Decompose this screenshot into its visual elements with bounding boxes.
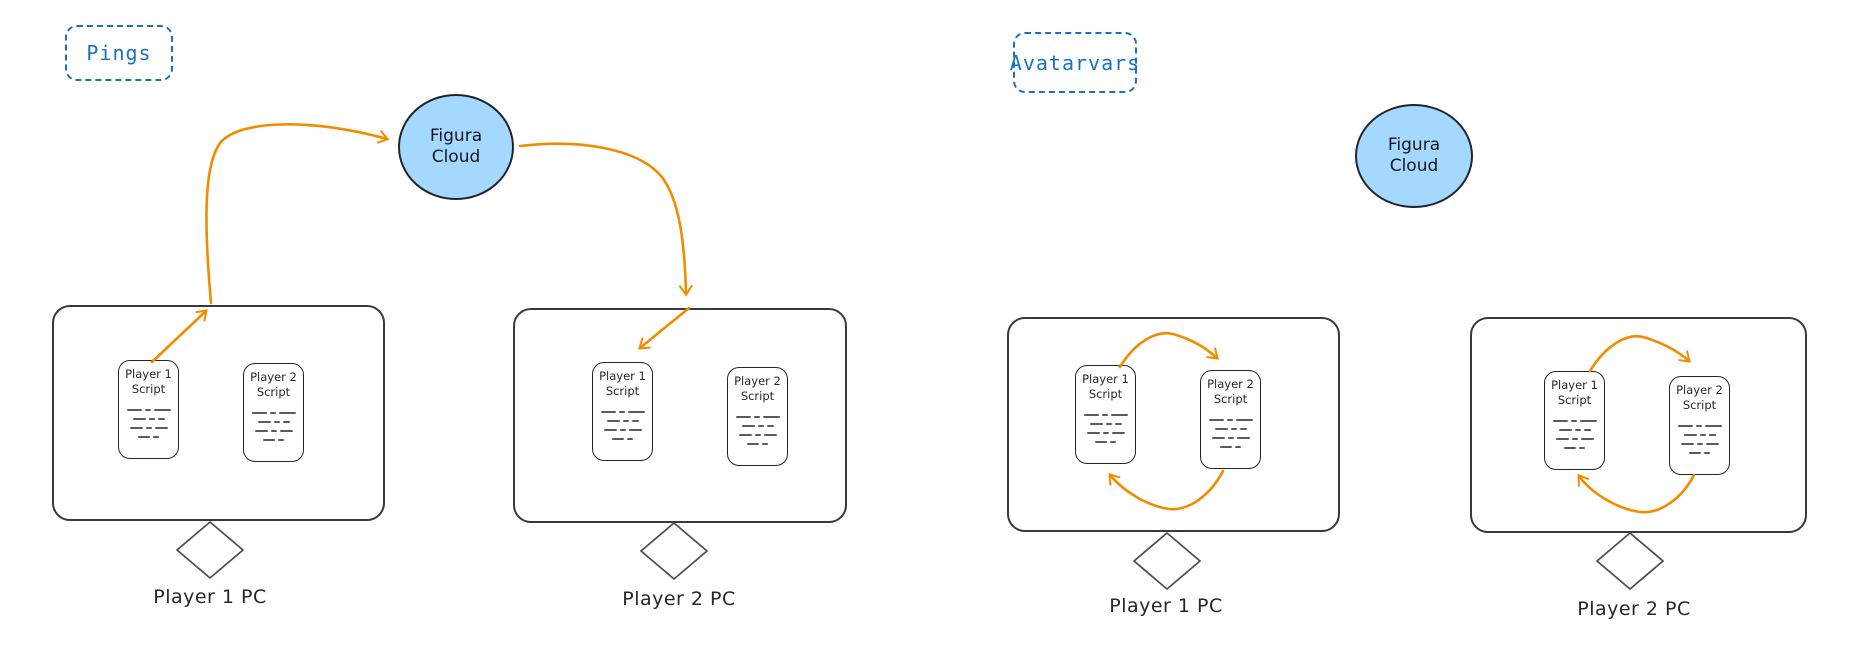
script-lines [728, 409, 787, 445]
pings-player2-pc-diamond [640, 522, 708, 580]
arrow-pings-cloud-to-pc2 [518, 142, 693, 297]
script-lines [593, 404, 652, 440]
pings-player2-pc-label: Player 2 PC [622, 588, 736, 610]
card-title-line2: Script [1088, 386, 1123, 401]
card-title-line1: Player 1 [125, 367, 172, 381]
card-title-line1: Player 1 [1082, 372, 1129, 386]
pings-pc2-player2-script-card: Player 2 Script [727, 367, 788, 466]
card-title-line2: Script [1682, 397, 1717, 412]
script-lines [1201, 412, 1260, 448]
card-title-line1: Player 2 [734, 374, 781, 388]
card-title-line1: Player 1 [599, 369, 646, 383]
avatarvars-player1-pc-diamond [1133, 532, 1201, 590]
cloud-label-line1: Figura [1387, 134, 1441, 155]
pings-player2-pc-box [513, 308, 847, 523]
script-lines [244, 405, 303, 441]
pings-player1-pc-box [52, 305, 385, 521]
cloud-label-line2: Cloud [1389, 156, 1439, 176]
pings-tag-label: Pings [86, 41, 152, 65]
script-lines [1545, 413, 1604, 449]
script-lines [1076, 407, 1135, 443]
pings-pc1-player1-script-card: Player 1 Script [118, 360, 179, 459]
figura-cloud-node-pings: Figura Cloud [398, 94, 514, 200]
script-lines [1670, 418, 1729, 454]
card-title-line1: Player 1 [1551, 378, 1598, 392]
card-title-line1: Player 2 [1207, 377, 1254, 391]
avatarvars-pc2-player2-script-card: Player 2 Script [1669, 376, 1730, 475]
avatarvars-pc1-player1-script-card: Player 1 Script [1075, 365, 1136, 464]
avatarvars-panel-tag: Avatarvars [1009, 32, 1141, 93]
card-title-line2: Script [1213, 391, 1248, 406]
avatarvars-player2-pc-label: Player 2 PC [1577, 598, 1691, 620]
cloud-label-line2: Cloud [431, 147, 481, 167]
card-title-line1: Player 2 [250, 370, 297, 384]
cloud-label-line1: Figura [429, 125, 483, 146]
avatarvars-player2-pc-diamond [1596, 532, 1664, 590]
card-title-line2: Script [605, 383, 640, 398]
card-title-line1: Player 2 [1676, 383, 1723, 397]
figura-cloud-node-avatarvars: Figura Cloud [1355, 104, 1473, 208]
card-title-line2: Script [131, 381, 166, 396]
avatarvars-player2-pc-box [1470, 317, 1807, 533]
card-title-line2: Script [256, 384, 291, 399]
card-title-line2: Script [740, 388, 775, 403]
arrow-pings-pc1-to-cloud [205, 123, 390, 305]
pings-player1-pc-diamond [176, 521, 244, 579]
avatarvars-player1-pc-box [1007, 317, 1340, 532]
pings-pc2-player1-script-card: Player 1 Script [592, 362, 653, 461]
script-lines [119, 402, 178, 438]
pings-panel-tag: Pings [65, 25, 173, 81]
avatarvars-pc1-player2-script-card: Player 2 Script [1200, 370, 1261, 469]
pings-player1-pc-label: Player 1 PC [153, 586, 267, 608]
avatarvars-player1-pc-label: Player 1 PC [1109, 595, 1223, 617]
card-title-line2: Script [1557, 392, 1592, 407]
avatarvars-pc2-player1-script-card: Player 1 Script [1544, 371, 1605, 470]
avatarvars-tag-label: Avatarvars [1009, 50, 1141, 75]
pings-pc1-player2-script-card: Player 2 Script [243, 363, 304, 462]
